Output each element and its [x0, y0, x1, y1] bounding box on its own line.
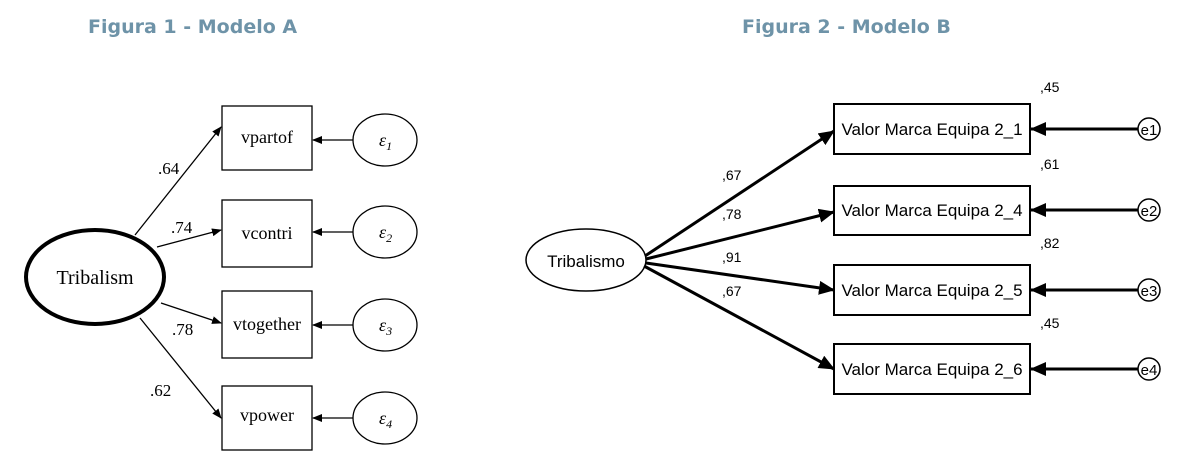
path-arrow-3	[645, 261, 835, 295]
r-squared-label: ,45	[1040, 315, 1060, 331]
indicator-box	[833, 343, 1031, 395]
path-arrow-2	[645, 208, 835, 261]
loading-label: ,67	[722, 283, 742, 299]
path-arrow-1	[134, 126, 222, 236]
error-label: e2	[1141, 203, 1158, 220]
error-circle	[1137, 198, 1161, 222]
loading-label: ,78	[722, 206, 742, 222]
loading-label: ,67	[722, 167, 742, 183]
indicator-label: Valor Marca Equipa 2_5	[841, 281, 1022, 300]
indicator-box	[833, 264, 1031, 316]
latent-label: Tribalismo	[547, 252, 625, 271]
error-circle	[1137, 278, 1161, 302]
figure-2-caption: Figura 2 - Modelo B	[742, 16, 951, 38]
r-squared-label: ,82	[1040, 235, 1060, 251]
r-squared-label: ,61	[1040, 156, 1060, 172]
path-arrow-4	[643, 264, 835, 371]
error-label: ε3	[379, 315, 392, 338]
error-circle	[1137, 357, 1161, 381]
indicator-box	[833, 103, 1031, 155]
r-squared-label: ,45	[1040, 79, 1060, 95]
latent-ellipse-tribalismo	[525, 228, 647, 292]
error-ellipse	[352, 391, 418, 445]
loading-label: .78	[172, 320, 193, 339]
indicator-label: vtogether	[233, 314, 301, 334]
error-ellipse	[352, 113, 418, 167]
indicator-label: Valor Marca Equipa 2_6	[841, 360, 1022, 379]
loading-label: ,91	[722, 249, 742, 265]
indicator-label: Valor Marca Equipa 2_4	[841, 201, 1022, 220]
indicator-box	[221, 290, 313, 359]
error-label: ε1	[379, 130, 392, 153]
indicator-label: vpower	[240, 405, 294, 425]
figure-2-diagram: Tribalismo ,67 ,78 ,91 ,67 ,45 ,61 ,82 ,…	[525, 79, 1161, 395]
latent-ellipse-tribalism	[24, 228, 166, 326]
indicator-box	[833, 185, 1031, 236]
error-ellipse	[352, 205, 418, 259]
path-arrow-3	[160, 302, 222, 324]
error-ellipse	[352, 298, 418, 352]
latent-label: Tribalism	[56, 267, 134, 289]
indicator-label: Valor Marca Equipa 2_1	[841, 120, 1022, 139]
loading-label: .74	[171, 218, 193, 237]
error-label: e4	[1141, 362, 1158, 379]
error-circle	[1137, 117, 1161, 141]
figure-1-caption: Figura 1 - Modelo A	[88, 16, 298, 38]
loading-label: .64	[158, 159, 180, 178]
error-label: e3	[1141, 283, 1158, 300]
path-arrow-2	[156, 228, 222, 248]
error-label: ε4	[379, 408, 392, 431]
path-arrow-4	[139, 317, 222, 419]
loading-label: .62	[150, 381, 171, 400]
indicator-label: vcontri	[242, 223, 293, 243]
error-label: ε2	[379, 222, 392, 245]
figure-1-diagram: Tribalism .64 .74 .78 .62 vpartof vcontr…	[24, 105, 418, 451]
path-arrow-1	[644, 129, 835, 258]
indicator-box	[221, 385, 313, 451]
error-label: e1	[1141, 122, 1158, 139]
indicator-label: vpartof	[241, 127, 293, 147]
